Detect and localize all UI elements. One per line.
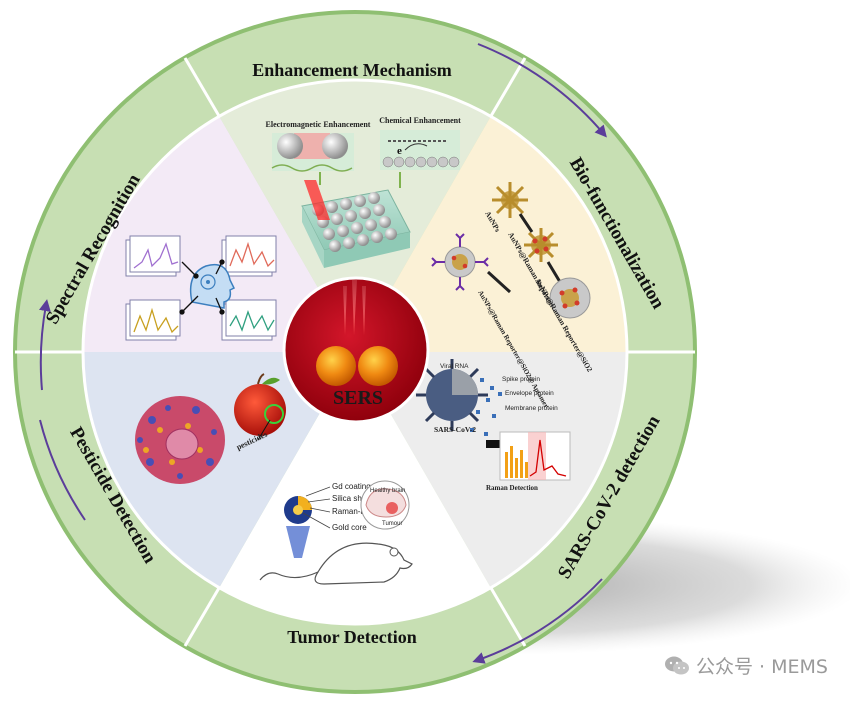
- arrow-top-right: [477, 43, 607, 138]
- label-silica-shell: Silica shell: [332, 494, 370, 503]
- label-raman-detection: Raman Detection: [486, 484, 538, 492]
- label-em-enhancement: Electromagnetic Enhancement: [266, 120, 371, 129]
- spectrum-card-3: [125, 299, 181, 341]
- label-gd-coating: Gd coating: [332, 482, 371, 491]
- label-envelope-protein: Envelope protein: [505, 390, 554, 397]
- spectral-illustration: [125, 235, 277, 341]
- mouse-drawing: [314, 542, 413, 585]
- wechat-icon: [664, 655, 690, 677]
- label-healthy-brain: Healthy brain: [370, 488, 405, 494]
- arrow-left: [39, 299, 51, 391]
- sars-illustration: Viral RNA Spike protein Envelope protein…: [416, 359, 571, 492]
- label-spike-protein: Spike protein: [502, 376, 540, 383]
- spectrum-card-4: [221, 299, 277, 341]
- spectrum-card-2: [221, 235, 277, 277]
- sector-tumor: [219, 352, 491, 625]
- label-membrane-protein: Membrane protein: [505, 405, 558, 412]
- spectrum-card-1: [125, 235, 181, 277]
- title-tumor: Tumor Detection: [287, 627, 417, 647]
- label-sars-cov-2: SARS-CoV-2: [434, 425, 476, 434]
- watermark-text: 公众号 · MEMS: [696, 656, 828, 678]
- enhancement-illustration: Electromagnetic Enhancement Chemical Enh…: [266, 116, 461, 268]
- arrow-bottom-left: [39, 419, 86, 521]
- label-viral-rna: Viral RNA: [440, 363, 469, 370]
- svg-text:e: e: [397, 145, 402, 157]
- label-gold-core: Gold core: [332, 523, 367, 532]
- label-chem-enhancement: Chemical Enhancement: [379, 116, 461, 125]
- label-tumour: Tumour: [382, 521, 402, 527]
- tumor-illustration: Gd coating Silica shell Raman-active lay…: [259, 480, 413, 585]
- sector-sars: [355, 352, 628, 588]
- pesticide-illustration: pesticides: [135, 373, 286, 484]
- title-enhancement: Enhancement Mechanism: [252, 60, 452, 80]
- sers-center-badge: SERS: [282, 276, 430, 424]
- nanosphere-array: [312, 192, 397, 252]
- watermark: 公众号 · MEMS: [664, 652, 828, 679]
- sector-spectral: [82, 116, 356, 352]
- ring-dividers: [15, 57, 695, 647]
- arrow-bottom-right: [472, 578, 603, 664]
- center-label: SERS: [333, 387, 383, 409]
